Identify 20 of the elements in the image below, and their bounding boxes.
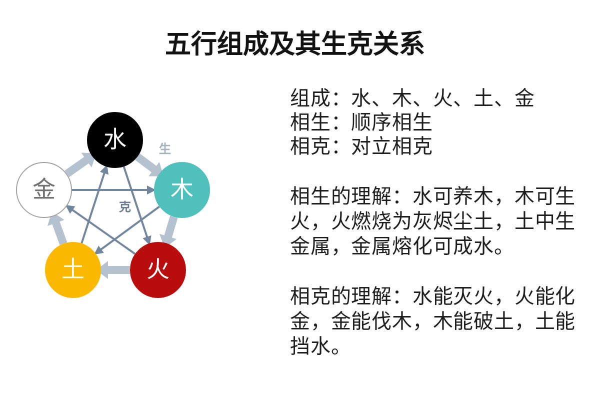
element-circle: 木 xyxy=(154,162,210,218)
element-circle: 金 xyxy=(16,162,72,218)
arrow xyxy=(80,164,109,244)
block-arrow xyxy=(135,154,164,176)
arrow xyxy=(94,206,160,255)
text-line: 组成：水、木、火、土、金 xyxy=(290,86,536,110)
arrow xyxy=(122,166,152,246)
text-line: 相生：顺序相生 xyxy=(290,110,434,134)
element-circle: 火 xyxy=(130,242,186,298)
arrow xyxy=(72,186,156,194)
text-line: 相克：对立相克 xyxy=(290,134,434,158)
edge-label: 生 xyxy=(158,142,172,156)
paragraph: 相生的理解：水可养木，木可生火，火燃烧为灰烬尘土，土中生金属，金属熔化可成水。 xyxy=(290,184,577,259)
paragraph: 相克的理解：水能灭火，火能化金，金能伐木，木能破土，土能挡水。 xyxy=(290,284,577,359)
element-circle: 土 xyxy=(45,242,101,298)
element-circle: 水 xyxy=(87,112,143,168)
edge-label: 克 xyxy=(118,200,132,214)
title: 五行组成及其生克关系 xyxy=(164,29,426,61)
block-arrow xyxy=(64,152,96,178)
arrow xyxy=(65,204,136,255)
